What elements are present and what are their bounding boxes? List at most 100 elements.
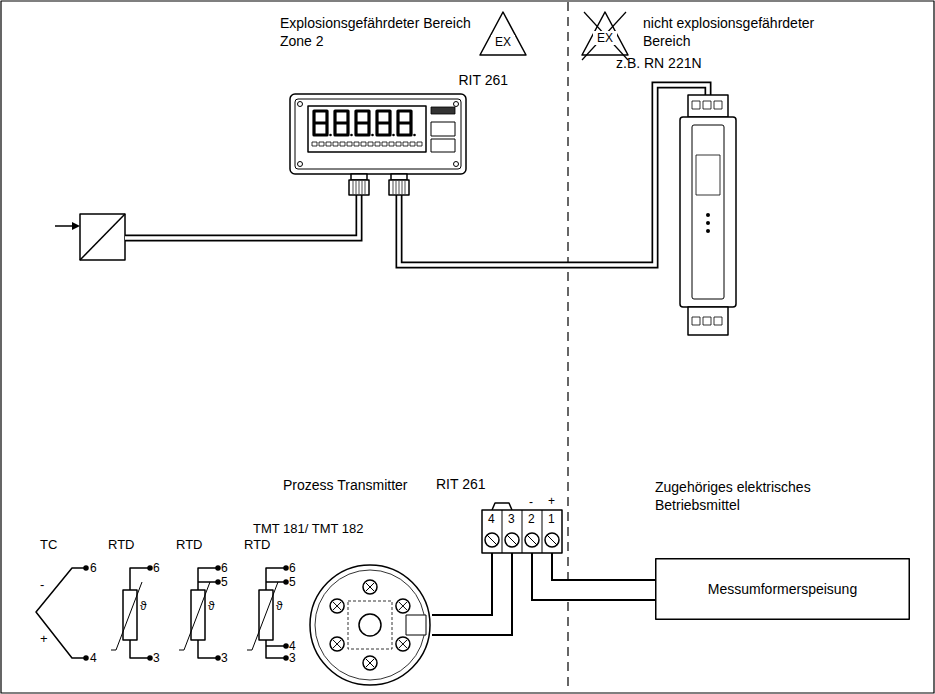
terminal-dot (284, 580, 288, 584)
gland-ribbing (402, 181, 403, 194)
ex-triangle (480, 12, 526, 55)
gland-ribbing (356, 181, 357, 194)
bargraph-segment (340, 142, 345, 146)
cable-outer (399, 85, 708, 265)
screw (298, 102, 303, 107)
screw-slot (366, 659, 374, 667)
gland-ribbing (405, 181, 406, 194)
terminal-dot (84, 656, 88, 660)
thermocouple-symbol (36, 568, 84, 658)
bargraph-segment (382, 142, 387, 146)
terminal-screw (396, 637, 410, 651)
pin-label: RTD (244, 538, 270, 551)
ex-mark: EX (491, 35, 515, 49)
label-field (696, 155, 720, 195)
terminal-screw (363, 656, 377, 670)
bargraph-segment (354, 142, 359, 146)
bargraph-segment (417, 142, 422, 146)
seven-segment-digit (335, 111, 348, 135)
terminal-screw (692, 101, 700, 109)
lead-wire (198, 640, 216, 658)
bargraph-segment (361, 142, 366, 146)
terminal-dot (84, 566, 88, 570)
device-caption: Zugehöriges elektrisches Betriebsmittel (655, 478, 840, 514)
cable-outer (432, 553, 502, 625)
screw-slot (399, 602, 407, 610)
bargraph-segment (403, 142, 408, 146)
pin-label: - (40, 578, 44, 591)
resistor-symbol (123, 590, 137, 640)
center-hole (359, 614, 381, 636)
input-arrow (55, 225, 73, 227)
terminal-screw (330, 599, 344, 613)
terminal-number: 4 (488, 513, 495, 525)
lead-wire (266, 645, 284, 647)
seven-segment-digit (356, 111, 369, 135)
terminal-dot (284, 566, 288, 570)
display-window (308, 106, 426, 152)
variable-arrow (179, 650, 184, 651)
plug-connector (688, 95, 728, 117)
bargraph-segment (410, 142, 415, 146)
lead-wire (266, 568, 284, 590)
variable-arrow (116, 582, 142, 650)
resistor-symbol (259, 590, 273, 640)
module-housing (680, 117, 736, 307)
node-heading: Messumformerspeisung (708, 581, 857, 598)
pin-label: 3 (153, 652, 160, 664)
screw-slot (487, 535, 497, 545)
terminal-screw (505, 533, 519, 547)
temperature-symbol: ϑ (276, 600, 283, 612)
front-panel (692, 125, 724, 299)
screw-slot (333, 602, 341, 610)
status-led (706, 213, 710, 217)
screw-slot (366, 659, 374, 667)
pin-label: 6 (90, 562, 97, 574)
bargraph-segment (389, 142, 394, 146)
lead-wire (266, 581, 284, 583)
terminal-divider (502, 510, 503, 553)
pin-label: RTD (108, 538, 134, 551)
status-led (706, 221, 710, 225)
node-heading: RIT 261 (288, 72, 508, 89)
process-box: Messumformerspeisung (655, 558, 910, 620)
bargraph-segment (396, 142, 401, 146)
screw-slot (399, 640, 407, 648)
arrow-head (72, 222, 80, 230)
lead-wire (130, 640, 148, 658)
terminal-screw (703, 317, 711, 325)
plug-connector (688, 307, 728, 335)
cable-gland (389, 180, 409, 195)
cross-line (584, 12, 628, 60)
screw (298, 162, 303, 167)
output-terminal (406, 615, 426, 635)
bargraph-segment (375, 142, 380, 146)
terminal-screw (714, 317, 722, 325)
variable-arrow (247, 650, 252, 651)
screw-slot (366, 583, 374, 591)
terminal-block (482, 510, 562, 553)
screw-slot (333, 602, 341, 610)
bargraph-segment (319, 142, 324, 146)
gland-ribbing (365, 181, 366, 194)
seven-segment-digit (377, 111, 390, 135)
housing (290, 94, 466, 174)
decimal-point (350, 134, 353, 137)
housing-lid (295, 99, 461, 169)
temperature-symbol: ϑ (140, 600, 147, 612)
head-transmitter-outline (308, 563, 432, 687)
isolator-module-outline (676, 95, 740, 335)
pin-label: TC (40, 538, 57, 551)
screw-slot (527, 535, 537, 545)
cable-connector (542, 553, 655, 590)
signal-converter (80, 214, 125, 260)
isolator-module: z.B. RN 221N (676, 95, 740, 335)
cable-inner (399, 85, 708, 265)
converter-diagonal (80, 214, 125, 260)
zone-heading: Explosionsgefährdeter Bereich Zone 2 (280, 14, 475, 50)
terminal-screw (545, 533, 559, 547)
device-caption: Prozess Transmitter (283, 478, 407, 492)
bargraph-segment (326, 142, 331, 146)
